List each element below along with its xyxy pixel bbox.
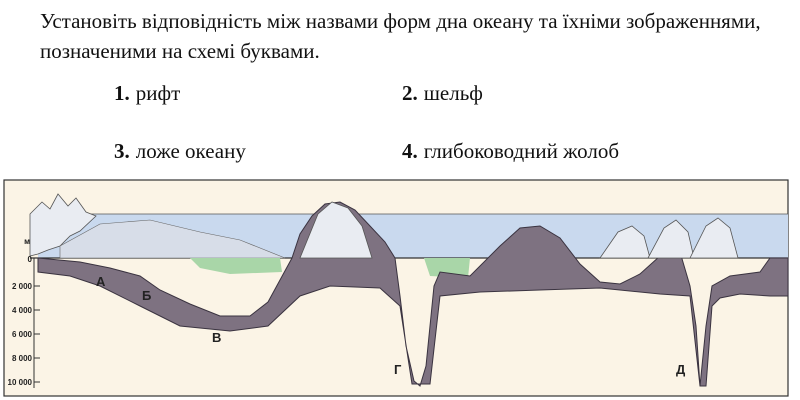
option-number: 4. [402,139,418,163]
ocean-floor-diagram: м 0 2 000 4 000 6 000 8 000 10 000 А Б В… [0,176,800,400]
depth-label: 4 000 [12,306,33,315]
depth-label: 2 000 [12,282,33,291]
depth-label: 6 000 [12,330,33,339]
letter-g: Г [394,362,402,377]
letter-a: А [96,274,106,289]
ridge-peak-1 [599,225,651,259]
island-arc-peak [299,201,373,259]
continental-landmass [59,219,286,259]
letter-d: Д [676,362,686,377]
option-label: шельф [423,81,483,105]
option-ocean-floor: 3.ложе океану [114,138,246,164]
question-text: Установіть відповідність між назвами фор… [40,9,761,63]
ridge-peak-2 [647,219,695,259]
letter-b: Б [142,288,151,303]
option-number: 1. [114,81,130,105]
depth-label: 10 000 [8,378,33,387]
option-label: ложе океану [135,139,246,163]
depth-label: 8 000 [12,354,33,363]
coastal-mountains [29,193,97,257]
ridge-peak-3 [689,217,739,259]
letter-v: В [212,330,221,345]
ridge-green-patch [424,258,470,278]
depth-label: 0 [28,255,33,264]
unit-label: м [24,237,30,246]
shelf-patch [190,258,282,274]
option-number: 3. [114,139,130,163]
option-shelf: 2.шельф [402,80,483,106]
ocean-floor-profile: м 0 2 000 4 000 6 000 8 000 10 000 А Б В… [3,179,789,397]
option-rift: 1.рифт [114,80,180,106]
option-label: рифт [135,81,181,105]
option-label: глибоководний жолоб [423,139,620,163]
option-trench: 4.глибоководний жолоб [402,138,619,164]
option-number: 2. [402,81,418,105]
